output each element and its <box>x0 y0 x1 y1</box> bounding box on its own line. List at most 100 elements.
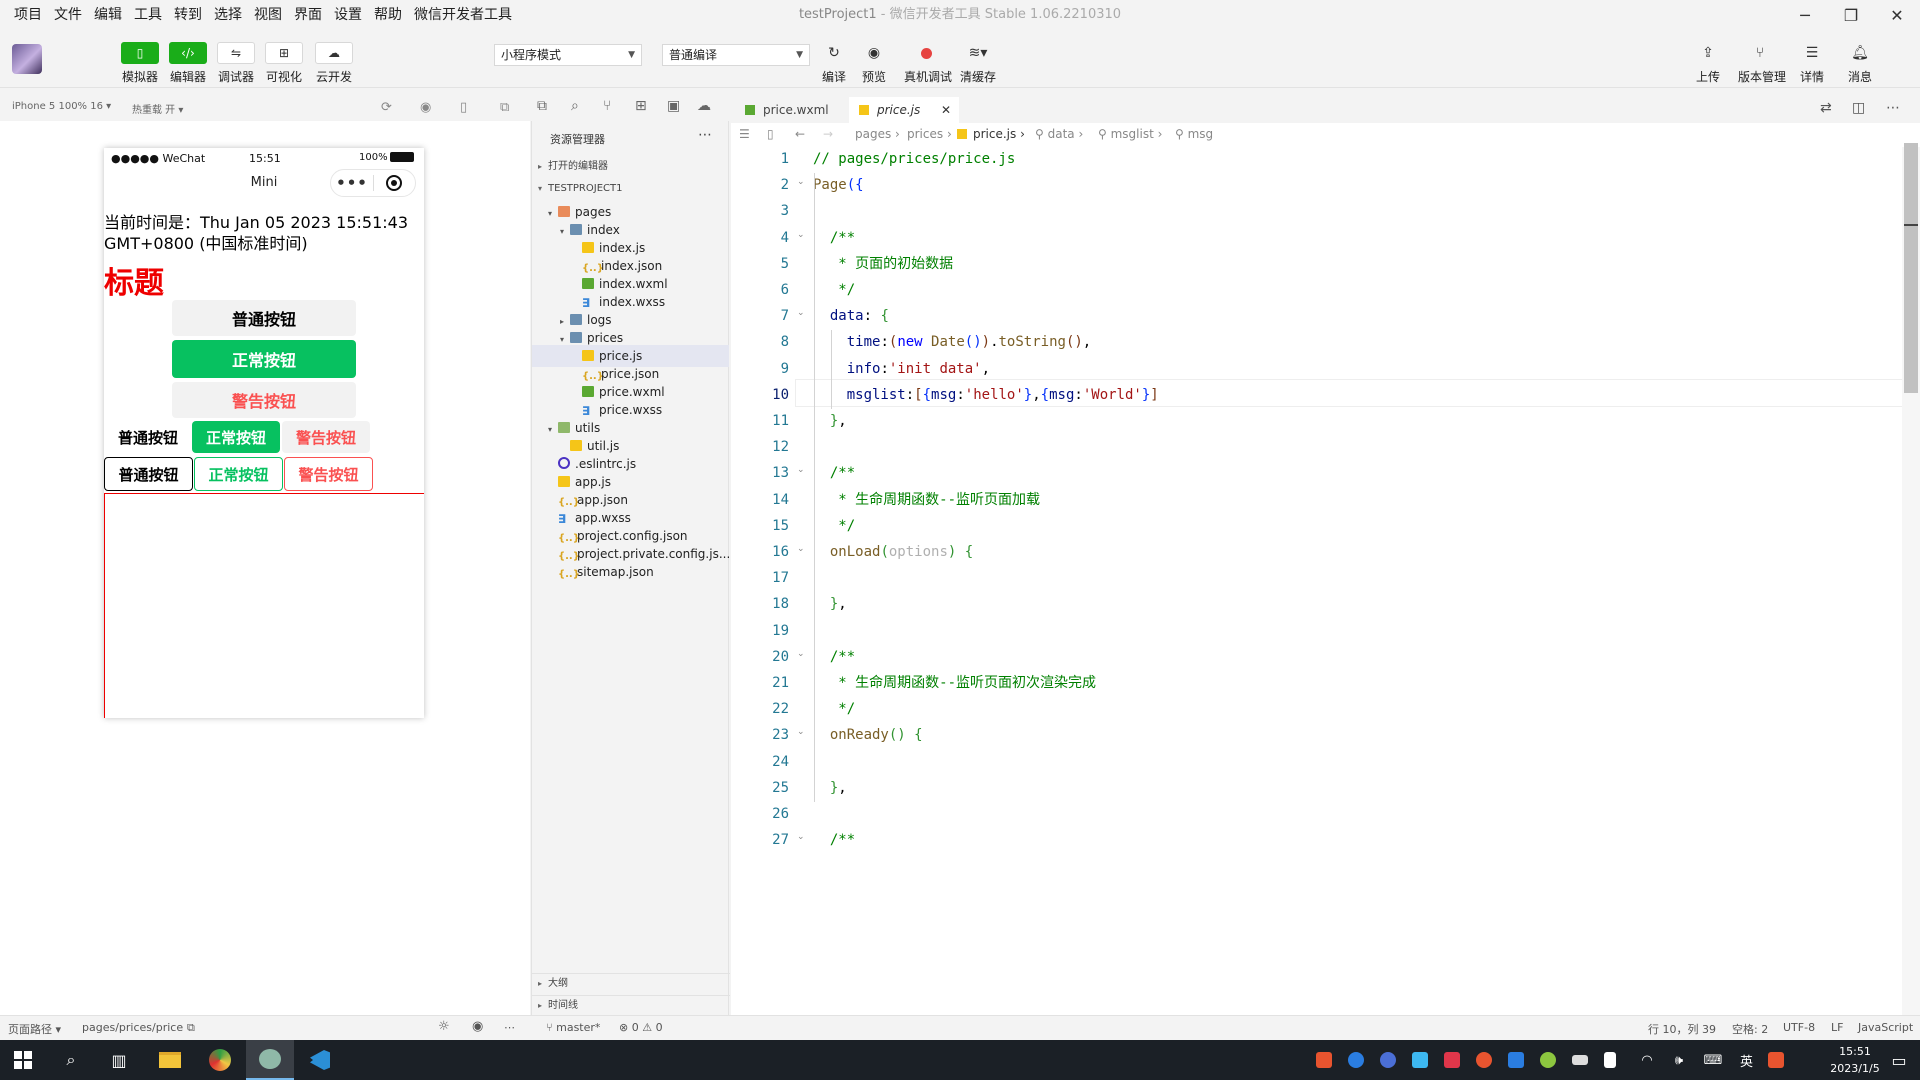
forward-icon[interactable]: → <box>823 127 834 141</box>
indent-setting[interactable]: 空格: 2 <box>1732 1023 1769 1036</box>
system-clock[interactable]: 15:51 2023/1/5 <box>1820 1043 1890 1077</box>
cursor-position[interactable]: 行 10，列 39 <box>1648 1023 1716 1036</box>
list-icon[interactable]: ☰ <box>739 127 750 141</box>
windows-start-icon[interactable] <box>14 1051 32 1069</box>
mini-primary-button[interactable]: 正常按钮 <box>192 421 280 453</box>
battery-tray-icon[interactable] <box>1572 1055 1588 1065</box>
tree-file[interactable]: index.js <box>532 237 729 259</box>
more-icon[interactable]: ⋯ <box>698 127 712 143</box>
details-button[interactable]: ☰ 详情 <box>1790 42 1834 85</box>
compile-button[interactable]: ↻ 编译 <box>812 42 856 85</box>
menu-capsule[interactable]: ••• <box>330 169 416 197</box>
record-icon[interactable]: ◉ <box>420 100 432 115</box>
git-branch[interactable]: ⑂ master* <box>546 1021 600 1034</box>
menu-item[interactable]: 微信开发者工具 <box>414 7 512 23</box>
wechat-devtools-icon[interactable] <box>246 1040 294 1080</box>
bookmark-icon[interactable]: ▯ <box>767 127 774 141</box>
pen-tray-icon[interactable] <box>1412 1052 1428 1068</box>
flash-tray-icon[interactable] <box>1508 1052 1524 1068</box>
tree-file[interactable]: {..}project.config.json <box>532 525 729 547</box>
tree-folder[interactable]: ▾pages <box>532 201 729 223</box>
tree-folder[interactable]: ▾index <box>532 219 729 241</box>
tree-file[interactable]: {..}price.json <box>532 363 729 385</box>
device-select[interactable]: iPhone 5 100% 16 ▾ <box>12 101 112 112</box>
eye-icon[interactable]: ◉ <box>472 1019 484 1034</box>
breadcrumb-item[interactable]: ⚲ msg <box>1175 127 1213 141</box>
mini-default-button[interactable]: 普通按钮 <box>104 421 192 453</box>
compare-icon[interactable]: ⇄ <box>1820 100 1832 116</box>
notification-icon[interactable]: ▭ <box>1891 1050 1907 1070</box>
remote-debug-button[interactable]: 真机调试 <box>904 42 952 85</box>
tree-file[interactable]: price.js <box>532 345 729 367</box>
tree-file[interactable]: index.wxml <box>532 273 729 295</box>
menu-item[interactable]: 编辑 <box>94 7 122 23</box>
tree-file[interactable]: {..}app.json <box>532 489 729 511</box>
menu-item[interactable]: 工具 <box>134 7 162 23</box>
menu-item[interactable]: 界面 <box>294 7 322 23</box>
rotate-icon[interactable]: ⟳ <box>381 100 392 115</box>
extensions-icon[interactable]: ⊞ <box>635 98 647 114</box>
wifi-icon[interactable]: ◠ <box>1641 1052 1653 1068</box>
avatar[interactable] <box>12 44 42 74</box>
input-language[interactable]: 英 <box>1740 1055 1754 1070</box>
tree-file[interactable]: ∃price.wxss <box>532 399 729 421</box>
menu-item[interactable]: 设置 <box>334 7 362 23</box>
tree-file[interactable]: ∃app.wxss <box>532 507 729 529</box>
fold-chevron-icon[interactable]: ⌄ <box>797 727 805 738</box>
problems-count[interactable]: ⊗ 0 ⚠ 0 <box>619 1021 663 1034</box>
breadcrumb-item[interactable]: price.js › <box>957 127 1025 141</box>
volume-icon[interactable]: 🕪︎ <box>1674 1052 1684 1068</box>
clear-cache-button[interactable]: ≋▾ 清缓存 <box>956 42 1000 85</box>
menu-item[interactable]: 文件 <box>54 7 82 23</box>
split-editor-icon[interactable]: ◫ <box>1852 100 1866 116</box>
copy-icon[interactable]: ⧉ <box>187 1021 195 1034</box>
line-ending[interactable]: LF <box>1831 1021 1844 1034</box>
cloud-dev-button[interactable]: ☁ 云开发 <box>312 42 356 85</box>
plain-warn-button[interactable]: 警告按钮 <box>284 457 373 491</box>
more-icon[interactable]: ⋯ <box>504 1021 515 1034</box>
open-editors-section[interactable]: ▸打开的编辑器 <box>532 157 730 177</box>
tree-file[interactable]: {..}project.private.config.js... <box>532 543 729 565</box>
fold-chevron-icon[interactable]: ⌄ <box>797 832 805 843</box>
editor-toggle[interactable]: ‹/› 编辑器 <box>166 42 210 85</box>
debugger-toggle[interactable]: ⇋ 调试器 <box>214 42 258 85</box>
phone-icon[interactable]: ▯ <box>460 100 468 115</box>
minimize-button[interactable]: ─ <box>1800 5 1810 25</box>
sogou-ime-icon[interactable] <box>1768 1052 1784 1068</box>
mode-select[interactable]: 小程序模式 ▼ <box>494 44 642 66</box>
fold-chevron-icon[interactable]: ⌄ <box>797 544 805 554</box>
cloud-tray-icon[interactable] <box>1348 1052 1364 1068</box>
timeline-section[interactable]: ▸时间线 <box>532 995 730 1015</box>
file-explorer-icon[interactable] <box>146 1040 194 1080</box>
menu-item[interactable]: 视图 <box>254 7 282 23</box>
menu-item[interactable]: 转到 <box>174 7 202 23</box>
primary-button[interactable]: 正常按钮 <box>172 340 356 378</box>
back-icon[interactable]: ← <box>795 127 806 141</box>
search-icon[interactable]: ⌕ <box>571 98 579 114</box>
version-control-button[interactable]: ⑂ 版本管理 <box>1738 42 1786 85</box>
popout-icon[interactable]: ⧉ <box>500 100 510 115</box>
menu-item[interactable]: 项目 <box>14 7 42 23</box>
tree-folder[interactable]: ▸logs <box>532 309 729 331</box>
default-button[interactable]: 普通按钮 <box>172 300 356 336</box>
browser-icon[interactable] <box>196 1040 244 1080</box>
source-control-icon[interactable]: ⑂ <box>603 98 612 114</box>
encoding[interactable]: UTF-8 <box>1783 1021 1816 1034</box>
maximize-button[interactable]: ❐ <box>1843 5 1859 25</box>
messages-button[interactable]: 🔔︎ 消息 <box>1838 42 1882 85</box>
page-path-select[interactable]: 页面路径 ▾ <box>8 1023 62 1036</box>
tree-file[interactable]: app.js <box>532 471 729 493</box>
files-icon[interactable]: ⧉ <box>537 98 547 114</box>
keyboard-icon[interactable]: ⌨ <box>1703 1052 1723 1068</box>
tree-folder[interactable]: ▾prices <box>532 327 729 349</box>
preview-button[interactable]: ◉ 预览 <box>852 42 896 85</box>
breadcrumb-item[interactable]: pages › <box>855 127 900 141</box>
tree-file[interactable]: util.js <box>532 435 729 457</box>
language-mode[interactable]: JavaScript <box>1858 1021 1914 1034</box>
close-button[interactable]: ✕ <box>1890 5 1904 25</box>
tab-price-js[interactable]: price.js ✕ <box>849 97 959 123</box>
close-mini-icon[interactable] <box>374 175 415 191</box>
tree-file[interactable]: .eslintrc.js <box>532 453 729 475</box>
security-tray-icon[interactable] <box>1444 1052 1460 1068</box>
